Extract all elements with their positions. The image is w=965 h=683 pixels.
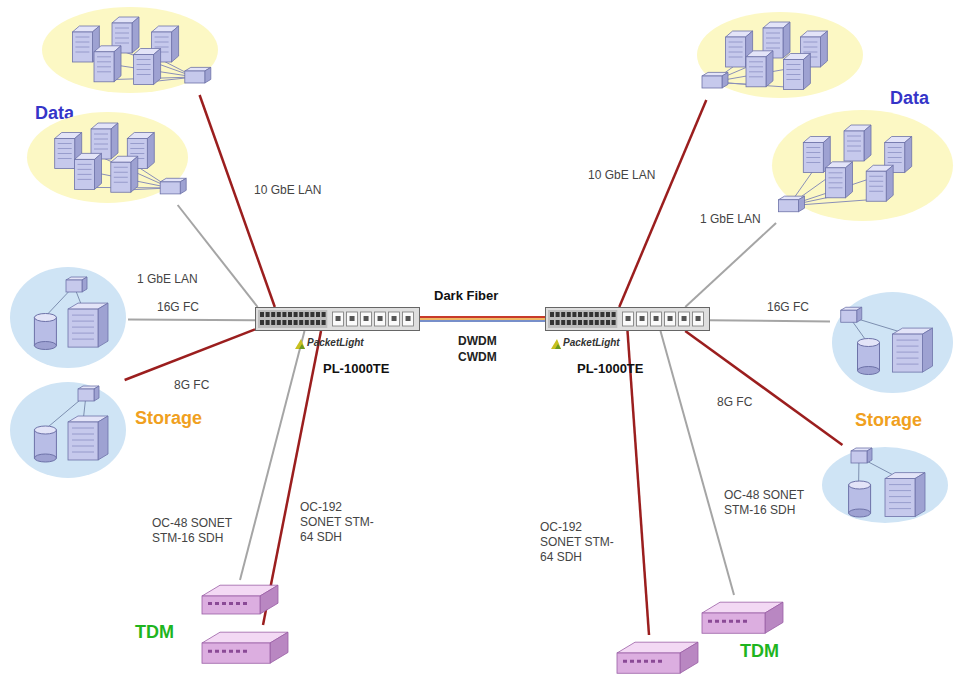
node-tdm	[615, 635, 700, 680]
node-dev: PacketLightPL-1000TE	[545, 307, 710, 331]
link-label: 10 GbE LAN	[586, 168, 657, 183]
node-srv	[770, 108, 955, 223]
group-label: Storage	[135, 408, 202, 429]
group-label: TDM	[740, 641, 779, 662]
link-label: OC-192 SONET STM-64 SDH	[298, 500, 386, 545]
link-label: OC-192 SONET STM-64 SDH	[538, 520, 626, 565]
client-link	[200, 95, 275, 307]
node-sto	[830, 290, 955, 395]
client-link	[240, 331, 305, 580]
link-label: 16G FC	[155, 300, 201, 315]
client-link	[125, 329, 255, 380]
link-label: 8G FC	[715, 395, 754, 410]
srv-illustration	[40, 5, 220, 95]
group-label: TDM	[135, 622, 174, 643]
node-srv: Data	[695, 10, 865, 100]
link-label: 16G FC	[765, 300, 811, 315]
client-link	[685, 331, 842, 445]
link-label: 8G FC	[172, 378, 211, 393]
dev-illustration	[545, 307, 710, 331]
sto-illustration	[8, 380, 128, 480]
device-model: PL-1000TE	[323, 361, 389, 376]
node-dev: PacketLightPL-1000TE	[255, 307, 420, 331]
srv-illustration	[695, 10, 865, 100]
wdm-label: DWDM	[456, 334, 499, 348]
client-link	[661, 331, 735, 595]
link-label: OC-48 SONET STM-16 SDH	[150, 516, 238, 546]
srv-illustration	[25, 110, 190, 205]
tdm-illustration	[200, 580, 280, 620]
client-link	[263, 331, 321, 625]
node-sto: Storage	[820, 445, 950, 525]
brand-logo: PacketLight	[307, 337, 364, 348]
tdm-illustration	[615, 635, 700, 680]
node-tdm: TDM	[200, 580, 280, 620]
sto-illustration	[830, 290, 955, 395]
link-label: 1 GbE LAN	[698, 212, 763, 227]
sto-illustration	[820, 445, 950, 525]
dark-fiber-link	[420, 317, 545, 321]
node-sto: Storage	[8, 380, 128, 480]
srv-illustration	[770, 108, 955, 223]
client-link	[128, 319, 255, 321]
dev-illustration	[255, 307, 420, 331]
link-label: 10 GbE LAN	[252, 183, 323, 198]
node-tdm: TDM	[700, 595, 785, 640]
node-srv: Data	[40, 5, 220, 95]
client-link	[628, 331, 650, 635]
tdm-illustration	[200, 625, 290, 670]
node-sto	[8, 265, 128, 370]
node-srv	[25, 110, 190, 205]
client-link	[710, 320, 830, 321]
link-label: OC-48 SONET STM-16 SDH	[722, 488, 810, 518]
group-label: Storage	[855, 410, 922, 431]
group-label: Data	[890, 88, 929, 109]
tdm-illustration	[700, 595, 785, 640]
link-label: 1 GbE LAN	[135, 272, 200, 287]
wdm-label: CWDM	[456, 350, 499, 364]
client-link	[685, 223, 776, 307]
link-label: Dark Fiber	[432, 288, 500, 303]
device-model: PL-1000TE	[577, 361, 643, 376]
client-link	[619, 100, 706, 307]
sto-illustration	[8, 265, 128, 370]
node-tdm	[200, 625, 290, 670]
client-link	[178, 205, 258, 307]
brand-logo: PacketLight	[563, 337, 620, 348]
